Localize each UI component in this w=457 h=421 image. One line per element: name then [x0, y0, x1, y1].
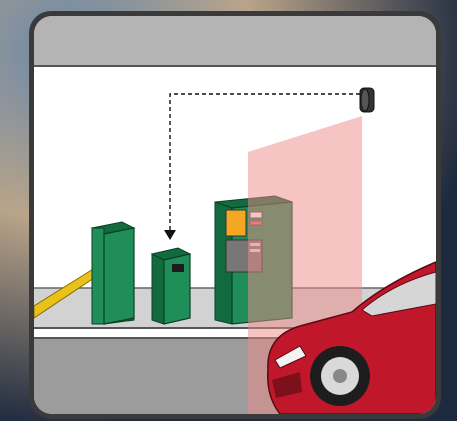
car-wheel-hub — [333, 369, 347, 383]
ceiling — [34, 16, 436, 66]
barrier-post-icon — [92, 222, 134, 324]
detection-beam-upper — [248, 116, 362, 330]
ticket-slot — [172, 264, 184, 272]
panel-content — [34, 16, 436, 414]
ticket-dispenser-icon — [152, 248, 190, 324]
kiosk-screen — [226, 210, 246, 236]
ceiling-camera-sensor-icon — [360, 88, 374, 112]
